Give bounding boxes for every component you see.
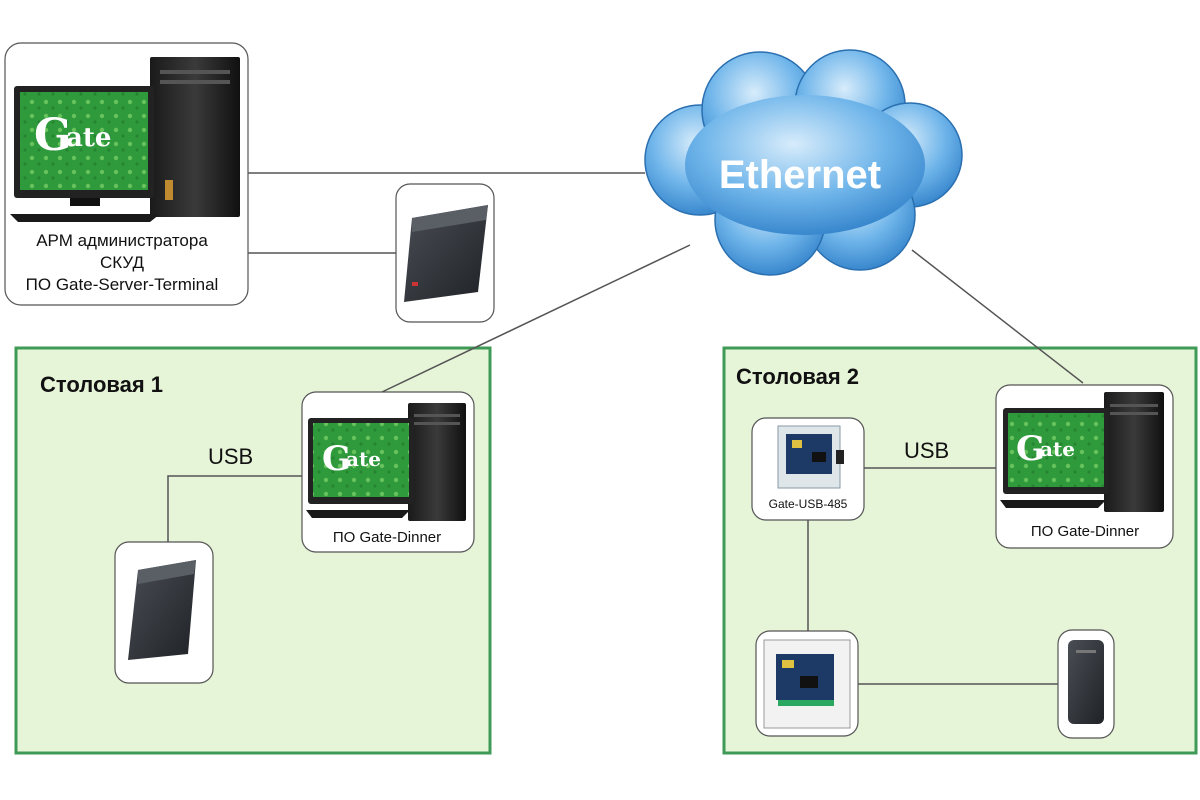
usb-converter-icon [777, 425, 844, 489]
svg-text:ate: ate [346, 447, 381, 471]
link-ethernet-canteen1 [381, 244, 691, 393]
svg-text:G: G [322, 439, 351, 479]
ethernet-cloud-icon: Ethernet [644, 49, 963, 276]
converter-label: Gate-USB-485 [769, 497, 848, 511]
canteen2-computer-icon: G ate [1000, 392, 1164, 512]
canteen2-title: Столовая 2 [736, 364, 859, 389]
canteen1-computer-icon: G ate [306, 403, 466, 521]
desktop-reader-icon [404, 205, 488, 302]
link-usb-canteen1 [167, 475, 304, 542]
svg-text:G: G [1016, 429, 1045, 469]
admin-computer-icon: G ate [10, 57, 240, 222]
canteen1-pc-label: ПО Gate-Dinner [333, 529, 441, 546]
admin-label-line1: АРМ администратора [36, 231, 208, 250]
canteen1-usb-label: USB [208, 444, 253, 469]
canteen1-desktop-reader-icon [128, 560, 196, 660]
link-ethernet-canteen2 [911, 249, 1084, 384]
svg-text:ate: ate [66, 123, 111, 153]
canteen2-usb-label: USB [904, 438, 949, 463]
canteen2-pc-label: ПО Gate-Dinner [1031, 523, 1139, 540]
svg-text:ate: ate [1040, 437, 1075, 461]
wall-reader-icon [1068, 640, 1104, 724]
admin-label-line2: СКУД [100, 253, 144, 272]
svg-text:G: G [34, 110, 72, 161]
canteen1-title: Столовая 1 [40, 372, 163, 397]
admin-label-line3: ПО Gate-Server-Terminal [26, 275, 219, 294]
controller-board-icon [763, 639, 851, 729]
ethernet-label: Ethernet [719, 153, 881, 197]
